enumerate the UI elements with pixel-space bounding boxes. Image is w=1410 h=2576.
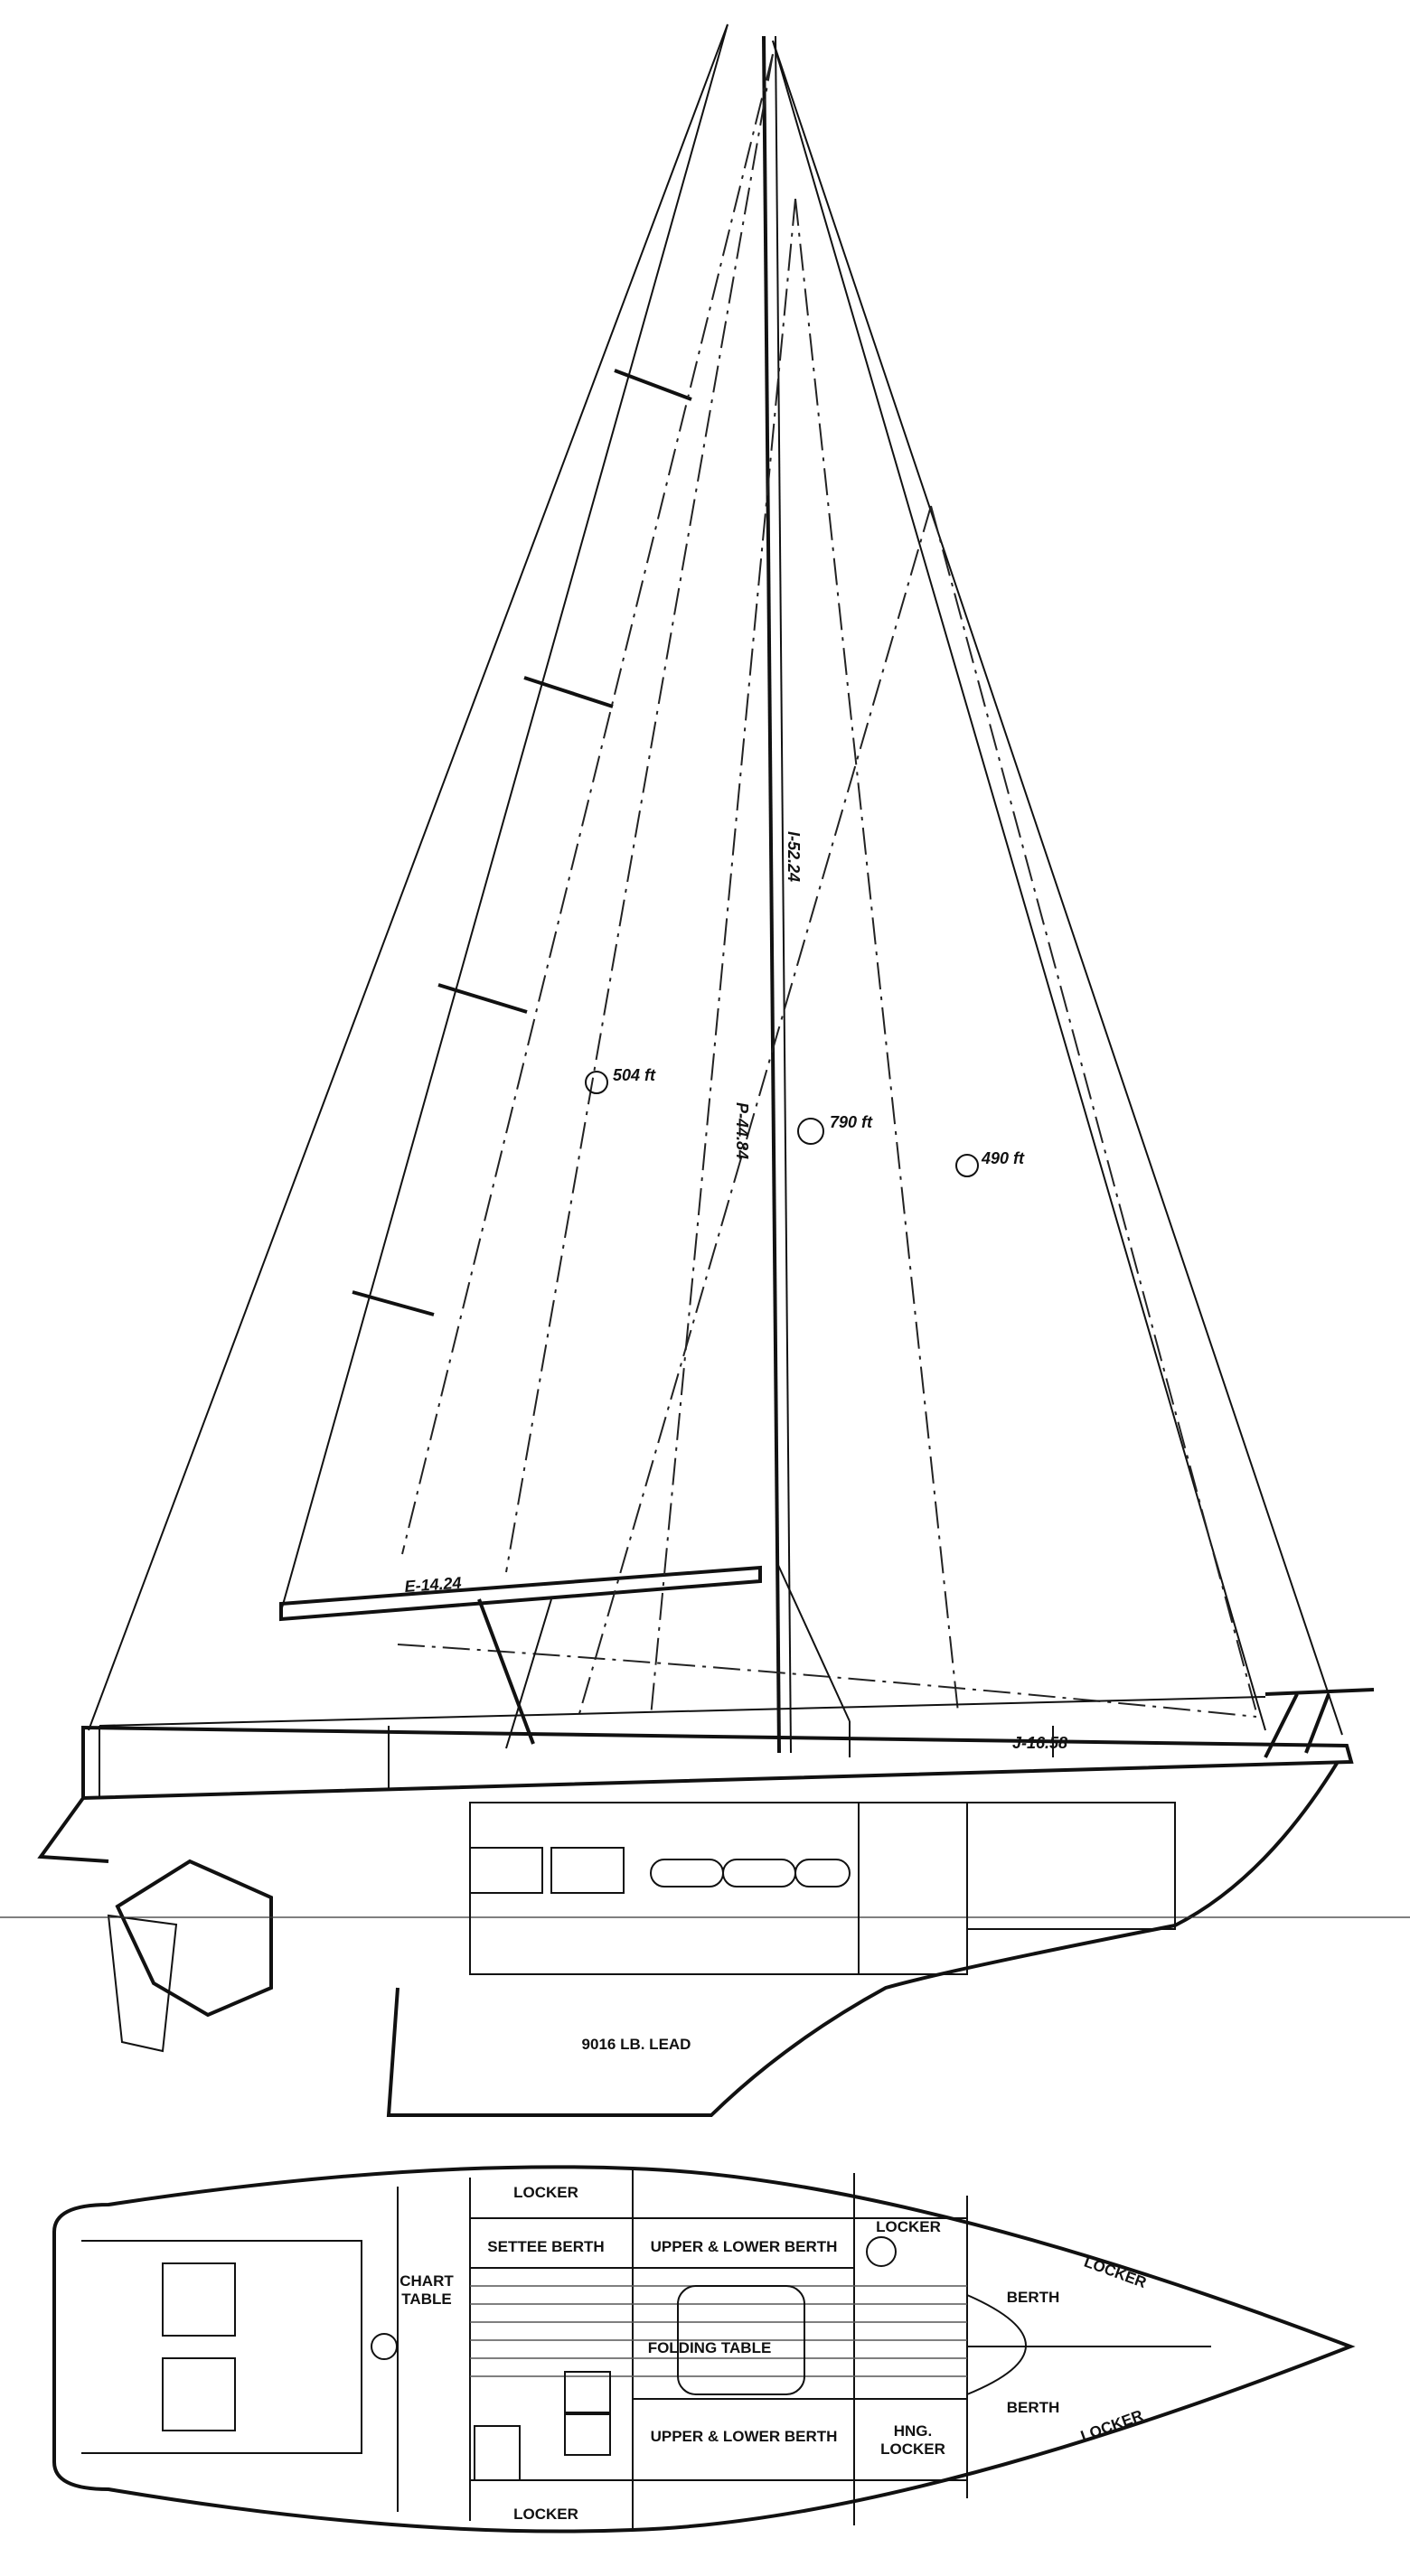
sink	[564, 2371, 611, 2413]
mainsheet	[505, 1598, 552, 1749]
label-locker-bow-top: LOCKER	[1082, 2253, 1149, 2291]
boom	[279, 1565, 762, 1622]
label-berth-top: BERTH	[1007, 2289, 1060, 2306]
porthole-window	[469, 1847, 543, 1894]
mast-aft-edge	[775, 35, 792, 1754]
jib-area-marker: 490 ft	[955, 1149, 1025, 1177]
cabin-interior	[469, 1802, 860, 1975]
batten	[614, 369, 692, 401]
label-hng-locker-1: HNG.	[894, 2422, 933, 2440]
sail-plan: P-44.84 I-52.24 E-14.24 J-16.58 504 ft 7…	[88, 23, 1343, 1754]
sheer-deck	[81, 1725, 1354, 1801]
bow-pulpit-rail	[1264, 1688, 1375, 1696]
sink	[564, 2413, 611, 2456]
genoa-clew-line	[578, 505, 932, 1718]
stove	[474, 2425, 521, 2481]
folding-table	[677, 2285, 805, 2395]
head-toilet	[866, 2236, 897, 2267]
dimension-i: I-52.24	[785, 831, 803, 882]
boom-vang	[477, 1598, 535, 1745]
main-sail-area: 504 ft	[613, 1066, 656, 1084]
bulkhead	[858, 1802, 968, 1975]
label-locker-top: LOCKER	[513, 2184, 578, 2201]
headstay	[772, 40, 1343, 1736]
label-chart-table-2: TABLE	[401, 2290, 451, 2308]
cockpit-hatch	[162, 2262, 236, 2337]
label-upper-lower-berth-bottom: UPPER & LOWER BERTH	[651, 2428, 838, 2445]
shroud	[650, 198, 796, 1718]
dimension-p: P-44.84	[733, 1102, 751, 1159]
genoa-area-marker: 790 ft	[797, 1113, 873, 1145]
porthole-window	[794, 1859, 851, 1888]
cabin-sole-hatching	[470, 2285, 967, 2377]
bow-pulpit	[1304, 1693, 1330, 1754]
hull-bottom-and-keel	[386, 1760, 1340, 2117]
rudder-skeg	[115, 1859, 273, 2018]
label-hng-locker-2: LOCKER	[880, 2440, 945, 2458]
lifeline	[99, 1696, 1266, 1727]
label-locker-bottom: LOCKER	[513, 2506, 578, 2523]
vang	[776, 1562, 851, 1722]
genoa-foot	[397, 1644, 1257, 1718]
main-area-marker: 504 ft	[585, 1066, 656, 1094]
label-locker-fwd-top: LOCKER	[876, 2218, 941, 2235]
genoa-luff	[772, 40, 1266, 1731]
jib-leech	[401, 53, 774, 1555]
rudder	[107, 1914, 178, 2053]
spreader-shroud	[794, 198, 959, 1713]
bow-pulpit	[1264, 1693, 1299, 1758]
genoa-luff-line	[930, 505, 1257, 1713]
v-berth-outline	[966, 2294, 1027, 2395]
porthole-window	[722, 1859, 796, 1888]
porthole-window	[650, 1859, 724, 1888]
batten	[437, 983, 528, 1014]
cockpit-hatch	[162, 2357, 236, 2431]
label-folding-table: FOLDING TABLE	[648, 2339, 772, 2356]
hull-profile: 9016 LB. LEAD	[0, 1688, 1410, 2117]
forward-cabin	[966, 1802, 1176, 1930]
cockpit	[81, 2240, 362, 2454]
dimension-e: E-14.24	[404, 1574, 462, 1596]
jib-sail-area: 490 ft	[981, 1149, 1025, 1167]
batten	[352, 1290, 435, 1316]
label-berth-bottom: BERTH	[1007, 2399, 1060, 2416]
ballast-label: 9016 LB. LEAD	[582, 2036, 691, 2053]
porthole-window	[550, 1847, 625, 1894]
mast	[762, 35, 781, 1754]
mainsail-leech-inner	[280, 23, 728, 1612]
label-settee-berth: SETTEE BERTH	[487, 2238, 604, 2255]
batten	[523, 676, 614, 708]
wheel	[371, 2333, 398, 2360]
label-upper-lower-berth-top: UPPER & LOWER BERTH	[651, 2238, 838, 2255]
transom	[37, 1796, 109, 1863]
accommodation-plan: LOCKER SETTEE BERTH UPPER & LOWER BERTH …	[52, 2165, 1356, 2534]
label-locker-bow-bottom: LOCKER	[1078, 2407, 1145, 2445]
mainsail-leech	[88, 23, 728, 1731]
jib-leech	[505, 53, 774, 1573]
label-chart-table-1: CHART	[400, 2272, 454, 2290]
genoa-sail-area: 790 ft	[830, 1113, 873, 1131]
hull-outline-plan	[52, 2165, 1356, 2534]
